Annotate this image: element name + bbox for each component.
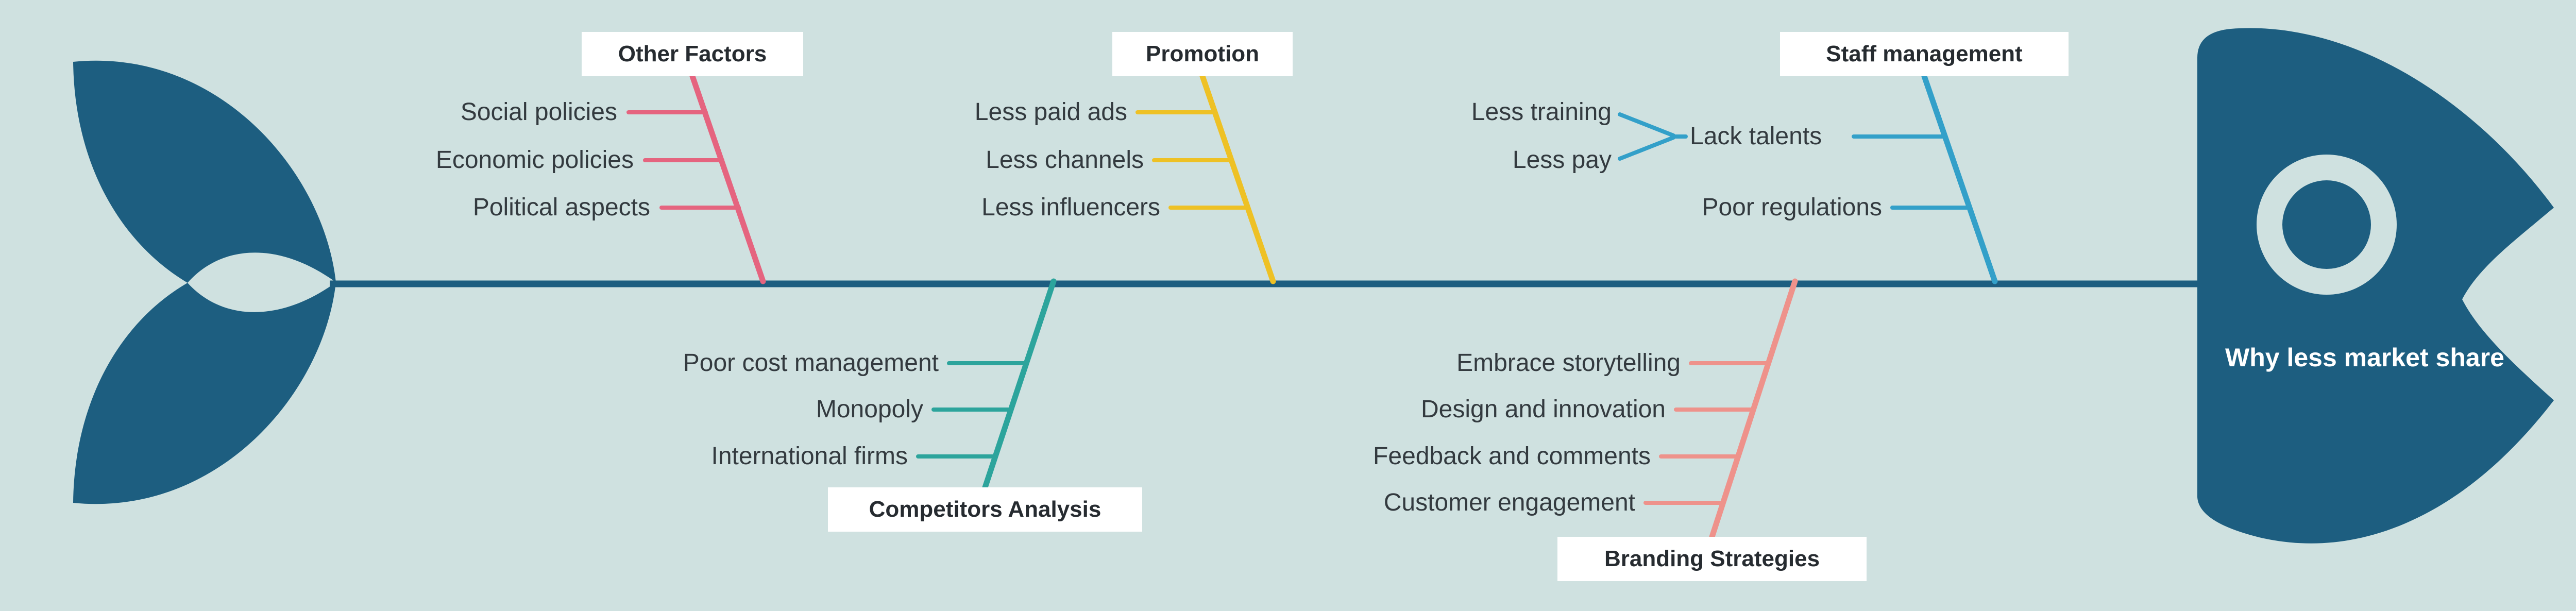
cause-item: Poor regulations	[1702, 194, 1882, 221]
cause-item: Customer engagement	[1383, 489, 1635, 516]
cause-item: International firms	[711, 443, 908, 470]
cause-item: Lack talents	[1690, 123, 1822, 150]
cause-item: Political aspects	[472, 194, 650, 221]
cause-item: Poor cost management	[683, 349, 939, 377]
cause-item: Social policies	[460, 98, 617, 126]
branch-line	[1921, 73, 1998, 284]
tail-fin-upper	[73, 60, 336, 283]
category-label-branding-strategies: Branding Strategies	[1557, 537, 1867, 581]
cause-item: Embrace storytelling	[1456, 349, 1681, 377]
cause-item: Design and innovation	[1420, 396, 1666, 423]
subcause-item: Less training	[1471, 98, 1612, 126]
cause-item: Less influencers	[981, 194, 1160, 221]
category-label-promotion: Promotion	[1112, 32, 1293, 76]
branch-staff-management	[1618, 73, 1998, 284]
branch-line	[982, 278, 1057, 490]
cause-item: Less paid ads	[974, 98, 1127, 126]
fish-head	[2197, 28, 2554, 544]
cause-item: Economic policies	[435, 146, 634, 174]
branch-other-factors	[626, 73, 766, 284]
category-label-competitors-analysis: Competitors Analysis	[828, 487, 1142, 532]
problem-statement: Why less market share	[2225, 343, 2504, 372]
cause-item: Less channels	[986, 146, 1144, 174]
category-label-staff-management: Staff management	[1780, 32, 2069, 76]
branch-branding-strategies	[1643, 278, 1798, 540]
branch-competitors-analysis	[916, 278, 1057, 490]
subcause-connector-line	[1618, 112, 1675, 138]
cause-item: Feedback and comments	[1373, 443, 1651, 470]
subcause-connector-line	[1618, 135, 1675, 161]
category-label-other-factors: Other Factors	[582, 32, 803, 76]
subcause-item: Less pay	[1512, 146, 1612, 174]
tail-fin-lower	[73, 282, 336, 504]
branch-promotion	[1136, 73, 1276, 284]
cause-item: Monopoly	[816, 396, 923, 423]
fish-eye-icon	[2257, 155, 2397, 295]
